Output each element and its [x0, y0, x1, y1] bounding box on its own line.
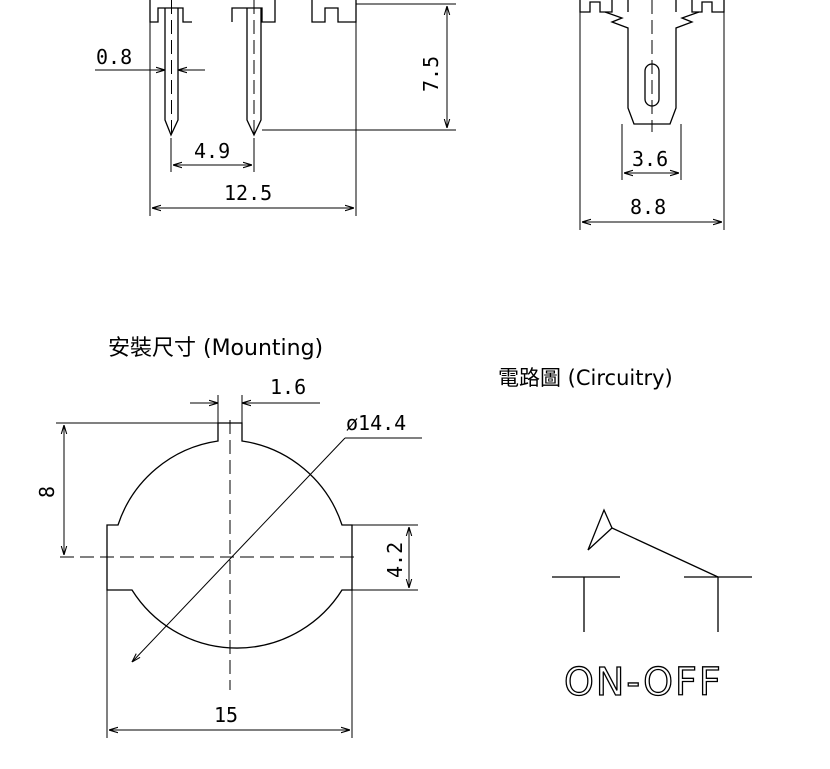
dim-half-value: 8	[35, 486, 59, 498]
side-view: 0.8 7.5 4.9 12.5	[95, 0, 456, 216]
dim-pitch-value: 4.9	[194, 139, 230, 163]
body-outline-mid	[231, 0, 276, 23]
dim-diameter-leader	[132, 437, 346, 662]
dim-key-value: 1.6	[270, 375, 306, 399]
pin-right	[246, 8, 262, 137]
dim-tab-value: 3.6	[632, 147, 668, 171]
switch-lever	[587, 508, 719, 578]
mounting-title: 安裝尺寸 (Mounting)	[108, 336, 323, 361]
end-slot-edges	[627, 0, 677, 12]
dim-pin-value: 0.8	[96, 45, 132, 69]
body-outline-right	[311, 0, 357, 23]
circuit-view: 電路圖 (Circuitry) ON-OFF	[498, 366, 752, 705]
switch-lever-tip	[587, 527, 613, 551]
end-barb-left	[604, 11, 629, 40]
circuit-title: 電路圖 (Circuitry)	[498, 366, 673, 390]
dim-diameter-value: ø14.4	[346, 411, 406, 435]
mounting-cutout	[106, 422, 353, 649]
dim-endw-value: 8.8	[630, 195, 666, 219]
dim-height-value: 7.5	[419, 56, 443, 92]
dim-mw-value: 15	[214, 703, 238, 727]
end-barb-right	[675, 11, 700, 40]
mounting-view: 安裝尺寸 (Mounting) ø14.4 1.6 8 4.2 15	[35, 336, 422, 738]
circuit-label: ON-OFF	[564, 660, 723, 704]
pin-left	[164, 8, 179, 137]
dim-width-value: 12.5	[224, 181, 272, 205]
dim-flat-value: 4.2	[383, 542, 407, 578]
end-body-left	[579, 0, 613, 13]
end-body-right	[691, 0, 725, 13]
end-view: 3.6 8.8	[579, 0, 725, 230]
